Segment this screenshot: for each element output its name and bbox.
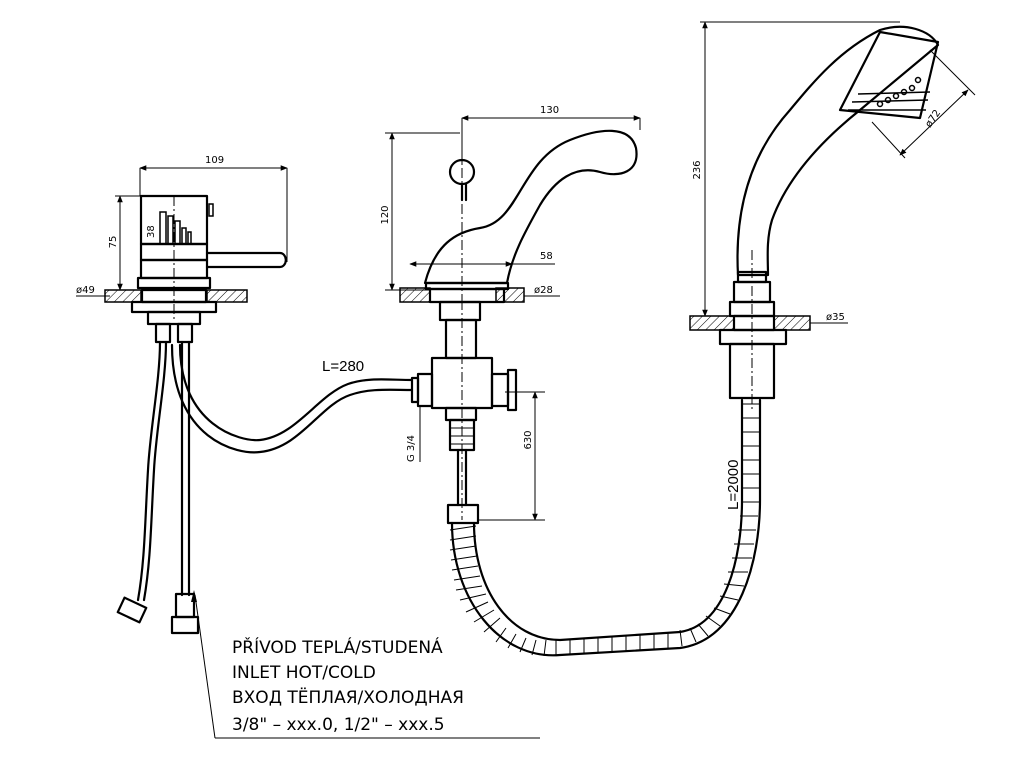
dim-lever-height: 75: [108, 236, 119, 249]
inlet-note: PŘÍVOD TEPLÁ/STUDENÁ INLET HOT/COLD ВХОД…: [232, 636, 464, 735]
dim-spout-height: 120: [380, 205, 391, 224]
dim-hose-length: L=2000: [725, 460, 742, 510]
note-line-2: INLET HOT/COLD: [232, 663, 376, 683]
dim-spout-base: 58: [540, 251, 553, 262]
dim-shower-holder-diameter: ø35: [826, 312, 845, 323]
hand-shower: 236 ø72 ø35: [689, 21, 976, 410]
dim-spout-diameter: ø28: [534, 285, 553, 296]
dim-shower-height: 236: [692, 160, 703, 179]
shower-hose: L=2000: [449, 398, 762, 657]
dim-connector-height: 630: [523, 430, 534, 449]
dim-lever-inner: 38: [146, 225, 157, 238]
lever-mixer: 109 75 38 ø49: [76, 155, 540, 739]
connecting-pipe: L=280: [170, 343, 414, 454]
dim-thread: G 3/4: [406, 435, 417, 462]
dim-spout-length: 130: [540, 105, 559, 116]
note-line-3: ВХОД ТЁПЛАЯ/ХОЛОДНАЯ: [232, 687, 464, 708]
spout: 130 120 58 ø28: [380, 105, 641, 525]
note-line-4: 3/8" – xxx.0, 1/2" – xxx.5: [232, 715, 445, 735]
dim-pipe-length: L=280: [322, 358, 364, 375]
note-line-1: PŘÍVOD TEPLÁ/STUDENÁ: [232, 636, 443, 658]
dim-shower-head-diameter: ø72: [923, 108, 943, 130]
dim-lever-diameter: ø49: [76, 285, 95, 296]
dim-lever-width: 109: [205, 155, 224, 166]
